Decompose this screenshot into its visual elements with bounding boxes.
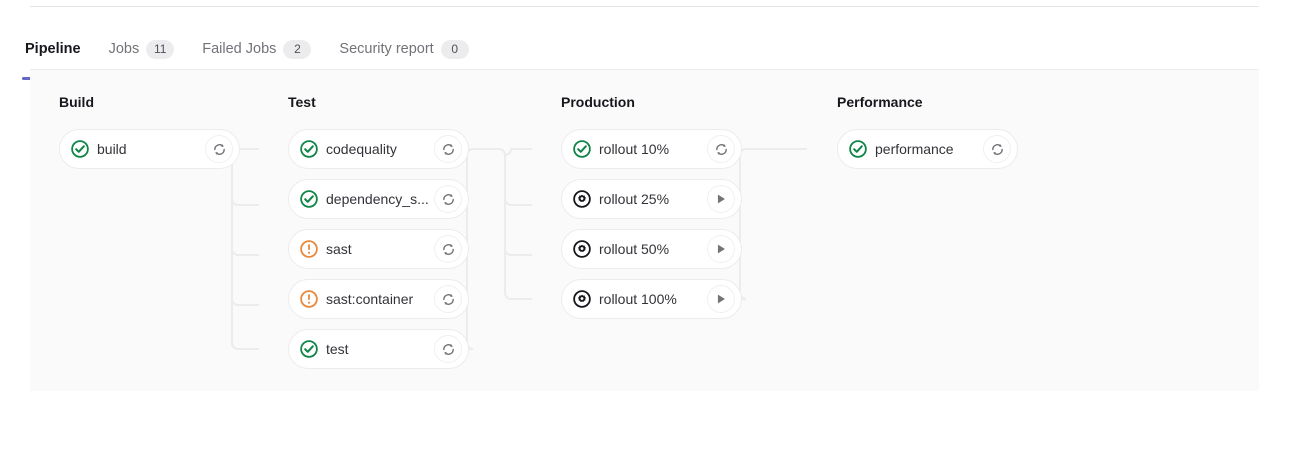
job-name: build bbox=[97, 141, 127, 157]
tab-label: Failed Jobs bbox=[202, 41, 277, 57]
job-pill[interactable]: performance bbox=[837, 129, 1018, 169]
retry-job-button[interactable] bbox=[707, 135, 735, 163]
tab-label: Jobs bbox=[108, 41, 140, 57]
job-name: rollout 100% bbox=[599, 291, 677, 307]
job-pill[interactable]: dependency_s... bbox=[288, 179, 469, 219]
stage-title: Performance bbox=[837, 94, 923, 110]
retry-icon bbox=[441, 342, 456, 357]
retry-job-button[interactable] bbox=[434, 135, 462, 163]
retry-icon bbox=[441, 192, 456, 207]
job-pill[interactable]: rollout 10% bbox=[561, 129, 742, 169]
tab-pipeline[interactable]: Pipeline bbox=[11, 28, 95, 80]
pipeline-tabbar: Pipeline Jobs 11 Failed Jobs 2 Security repor… bbox=[21, 7, 1259, 80]
stage-title: Test bbox=[288, 94, 316, 110]
job-name: dependency_s... bbox=[326, 191, 429, 207]
job-name: performance bbox=[875, 141, 954, 157]
job-name: rollout 50% bbox=[599, 241, 670, 257]
job-pill[interactable]: rollout 25% bbox=[561, 179, 742, 219]
stage-title: Build bbox=[59, 94, 94, 110]
job-name: rollout 10% bbox=[599, 141, 670, 157]
job-name: sast bbox=[326, 241, 352, 257]
job-name: codequality bbox=[326, 141, 397, 157]
job-pill[interactable]: sast:container bbox=[288, 279, 469, 319]
tab-count-badge: 2 bbox=[283, 39, 312, 59]
job-pill[interactable]: build bbox=[59, 129, 240, 169]
retry-icon bbox=[212, 142, 227, 157]
tab-label: Security report bbox=[339, 41, 434, 57]
job-name: test bbox=[326, 341, 349, 357]
job-name: sast:container bbox=[326, 291, 414, 307]
retry-job-button[interactable] bbox=[434, 335, 462, 363]
tab-security-report[interactable]: Security report 0 bbox=[325, 28, 482, 70]
tab-list: Pipeline Jobs 11 Failed Jobs 2 Security repor… bbox=[11, 28, 483, 80]
pipeline-card: Pipeline Jobs 11 Failed Jobs 2 Security repor… bbox=[21, 6, 1259, 391]
job-pill[interactable]: codequality bbox=[288, 129, 469, 169]
play-icon bbox=[714, 292, 728, 306]
job-pill[interactable]: sast bbox=[288, 229, 469, 269]
retry-icon bbox=[441, 142, 456, 157]
stage-title: Production bbox=[561, 94, 635, 110]
retry-job-button[interactable] bbox=[434, 185, 462, 213]
retry-icon bbox=[714, 142, 729, 157]
job-name: rollout 25% bbox=[599, 191, 670, 207]
play-job-button[interactable] bbox=[707, 185, 735, 213]
retry-job-button[interactable] bbox=[434, 285, 462, 313]
job-pill[interactable]: rollout 50% bbox=[561, 229, 742, 269]
retry-icon bbox=[441, 242, 456, 257]
tab-count-badge: 11 bbox=[146, 39, 175, 59]
tab-failed-jobs[interactable]: Failed Jobs 2 bbox=[188, 28, 325, 70]
retry-icon bbox=[990, 142, 1005, 157]
retry-job-button[interactable] bbox=[434, 235, 462, 263]
tab-label: Pipeline bbox=[25, 41, 81, 57]
retry-icon bbox=[441, 292, 456, 307]
job-pill[interactable]: rollout 100% bbox=[561, 279, 742, 319]
tab-jobs[interactable]: Jobs 11 bbox=[95, 28, 189, 70]
play-job-button[interactable] bbox=[707, 285, 735, 313]
tab-count-badge: 0 bbox=[440, 39, 469, 59]
play-icon bbox=[714, 242, 728, 256]
retry-job-button[interactable] bbox=[983, 135, 1011, 163]
play-icon bbox=[714, 192, 728, 206]
job-pill[interactable]: test bbox=[288, 329, 469, 369]
play-job-button[interactable] bbox=[707, 235, 735, 263]
retry-job-button[interactable] bbox=[205, 135, 233, 163]
pipeline-graph: Build build Test codequality dependency_s...… bbox=[30, 70, 1259, 391]
